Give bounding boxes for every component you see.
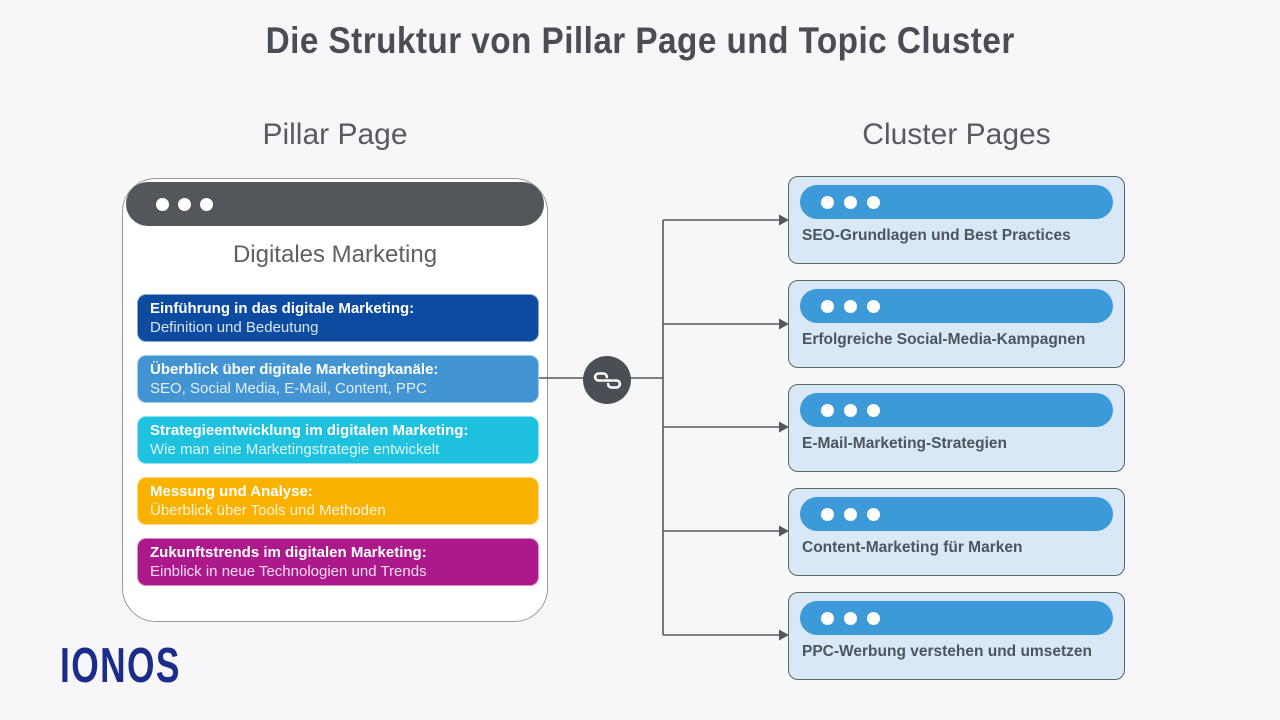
window-dot-icon [156,197,169,211]
cluster-page-title: SEO-Grundlagen und Best Practices [802,227,1071,244]
pillar-topic-item: Strategieentwicklung im digitalen Market… [137,416,539,464]
browser-bar [800,185,1113,219]
ionos-logo-text: IONOS [60,639,181,693]
window-dot-icon [821,611,834,625]
window-dot-icon [821,507,834,521]
pillar-topic-item: Zukunftstrends im digitalen Marketing: E… [137,538,539,586]
pillar-topic-subtitle: Definition und Bedeutung [150,319,319,336]
pillar-topic-item: Einführung in das digitale Marketing: De… [137,294,539,342]
window-dot-icon [867,299,880,313]
window-dot-icon [867,403,880,417]
window-dot-icon [178,197,191,211]
pillar-topic-subtitle: SEO, Social Media, E-Mail, Content, PPC [150,380,427,397]
window-dot-icon [844,195,857,209]
window-dot-icon [821,403,834,417]
pillar-page-name: Digitales Marketing [232,241,438,268]
window-dot-icon [821,195,834,209]
window-dot-icon [200,197,213,211]
chain-link-icon [593,371,621,389]
pillar-topic-title: Einführung in das digitale Marketing: [150,300,415,317]
window-dot-icon [844,611,857,625]
window-dot-icon [844,299,857,313]
cluster-page-title: Content-Marketing für Marken [802,539,1023,556]
window-dot-icon [867,611,880,625]
pillar-topic-title: Zukunftstrends im digitalen Marketing: [150,544,427,561]
cluster-page-card: Erfolgreiche Social-Media-Kampagnen [788,280,1125,368]
window-dot-icon [867,507,880,521]
pillar-topic-title: Überblick über digitale Marketingkanäle: [150,361,439,378]
page-title-text: Die Struktur von Pillar Page und Topic C… [265,20,1015,61]
link-badge [583,356,631,404]
pillar-topic-title: Strategieentwicklung im digitalen Market… [150,422,469,439]
cluster-page-card: Content-Marketing für Marken [788,488,1125,576]
cluster-page-title: PPC-Werbung verstehen und umsetzen [802,643,1092,660]
pillar-topic-subtitle: Wie man eine Marketingstrategie entwicke… [150,441,440,458]
pillar-page-card: Digitales Marketing Einführung in das di… [122,178,548,622]
pillar-topic-list: Einführung in das digitale Marketing: De… [137,294,539,586]
cluster-page-card: SEO-Grundlagen und Best Practices [788,176,1125,264]
pillar-topic-title: Messung und Analyse: [150,483,313,500]
browser-bar [800,601,1113,635]
browser-bar [126,182,544,226]
ionos-logo: IONOS [60,638,228,694]
browser-bar [800,393,1113,427]
pillar-topic-subtitle: Einblick in neue Technologien und Trends [150,563,427,580]
pillar-topic-item: Messung und Analyse: Überblick über Tool… [137,477,539,525]
window-dot-icon [867,195,880,209]
pillar-topic-item: Überblick über digitale Marketingkanäle:… [137,355,539,403]
cluster-page-title: Erfolgreiche Social-Media-Kampagnen [802,331,1086,348]
cluster-page-card: E-Mail-Marketing-Strategien [788,384,1125,472]
browser-bar [800,289,1113,323]
cluster-heading: Cluster Pages [862,118,1051,151]
cluster-page-card: PPC-Werbung verstehen und umsetzen [788,592,1125,680]
window-dot-icon [844,507,857,521]
pillar-topic-subtitle: Überblick über Tools und Methoden [150,502,386,519]
cluster-page-title: E-Mail-Marketing-Strategien [802,435,1007,452]
window-dot-icon [821,299,834,313]
page-title: Die Struktur von Pillar Page und Topic C… [0,20,1280,62]
pillar-heading: Pillar Page [262,118,408,151]
window-dot-icon [844,403,857,417]
browser-bar [800,497,1113,531]
cluster-page-list: SEO-Grundlagen und Best Practices Erfolg… [788,176,1125,680]
